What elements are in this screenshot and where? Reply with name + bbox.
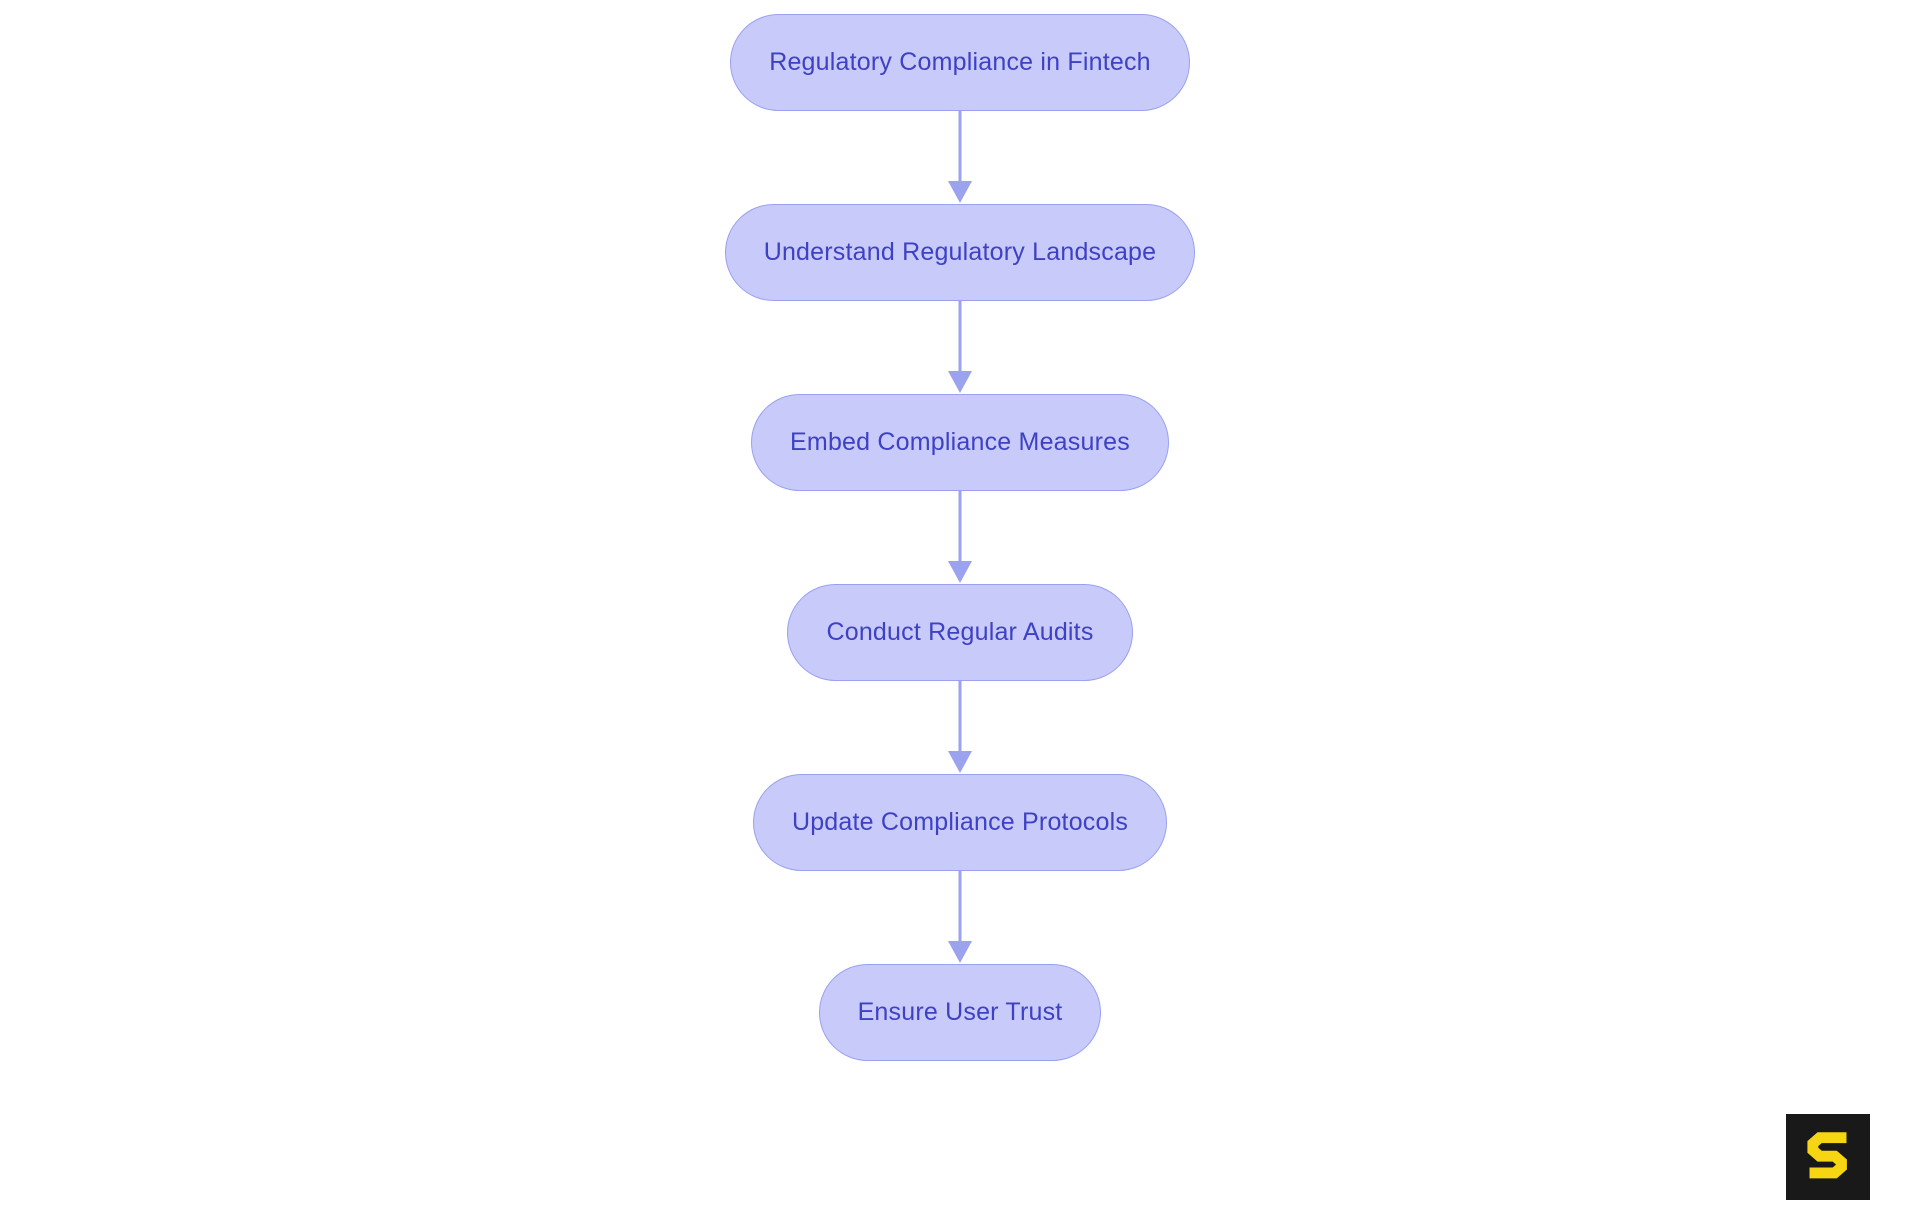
arrowhead-down-icon: [948, 371, 972, 393]
flow-node-label: Understand Regulatory Landscape: [763, 238, 1157, 266]
flow-node-label: Update Compliance Protocols: [791, 808, 1129, 836]
flow-node-embed-compliance-measures: Embed Compliance Measures: [751, 394, 1169, 491]
flow-arrow-5: [945, 871, 975, 964]
arrow-line: [958, 111, 962, 183]
flow-arrow-2: [945, 301, 975, 394]
arrow-line: [958, 681, 962, 753]
arrowhead-down-icon: [948, 751, 972, 773]
arrow-line: [958, 491, 962, 563]
flow-node-label: Embed Compliance Measures: [790, 428, 1130, 456]
arrowhead-down-icon: [948, 181, 972, 203]
flow-node-label: Ensure User Trust: [857, 998, 1063, 1026]
brand-logo: [1786, 1114, 1870, 1200]
flow-node-conduct-regular-audits: Conduct Regular Audits: [787, 584, 1133, 681]
arrowhead-down-icon: [948, 561, 972, 583]
flow-node-label: Regulatory Compliance in Fintech: [769, 48, 1151, 76]
s-logo-icon: [1807, 1132, 1847, 1179]
flow-node-update-compliance-protocols: Update Compliance Protocols: [752, 774, 1168, 871]
flow-node-ensure-user-trust: Ensure User Trust: [818, 964, 1102, 1061]
flow-node-regulatory-compliance-in-fintech: Regulatory Compliance in Fintech: [730, 14, 1190, 111]
flow-arrow-1: [945, 111, 975, 204]
flowchart: Regulatory Compliance in Fintech Underst…: [0, 14, 1920, 1061]
flow-arrow-4: [945, 681, 975, 774]
arrow-line: [958, 871, 962, 943]
flow-node-label: Conduct Regular Audits: [826, 618, 1094, 646]
arrow-line: [958, 301, 962, 373]
flow-node-understand-regulatory-landscape: Understand Regulatory Landscape: [724, 204, 1196, 301]
flow-arrow-3: [945, 491, 975, 584]
arrowhead-down-icon: [948, 941, 972, 963]
